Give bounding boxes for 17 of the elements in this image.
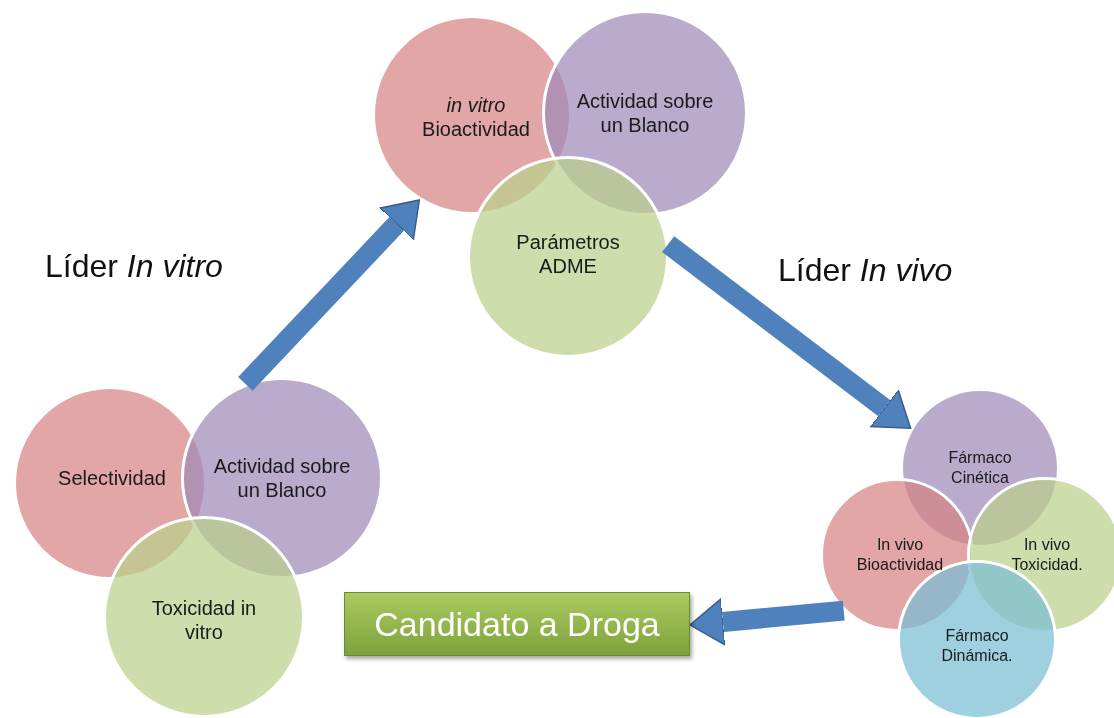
stage-title: Líder In vivo (778, 252, 953, 289)
block-arrow (238, 199, 421, 391)
block-arrow (689, 598, 845, 646)
circle-label: Actividad sobre un Blanco (575, 88, 715, 138)
stage-title: Líder In vitro (45, 248, 223, 285)
circle-label: Fármaco Cinética (947, 448, 1013, 488)
block-arrow (662, 236, 912, 429)
circle-label: Toxicidad in vitro (150, 595, 258, 645)
circle-label: In vivo Toxicidad. (1010, 535, 1084, 575)
circle-label: Selectividad (57, 465, 167, 491)
circle-label: Parámetros ADME (515, 229, 621, 279)
circle-label: in vitro Bioactividad (421, 92, 531, 142)
circle-label: Actividad sobre un Blanco (212, 453, 352, 503)
circle-label: Fármaco Dinámica. (940, 626, 1014, 666)
result-label: Candidato a Droga (374, 604, 660, 644)
circle-label: In vivo Bioactividad (855, 535, 945, 575)
result-box (344, 592, 690, 656)
